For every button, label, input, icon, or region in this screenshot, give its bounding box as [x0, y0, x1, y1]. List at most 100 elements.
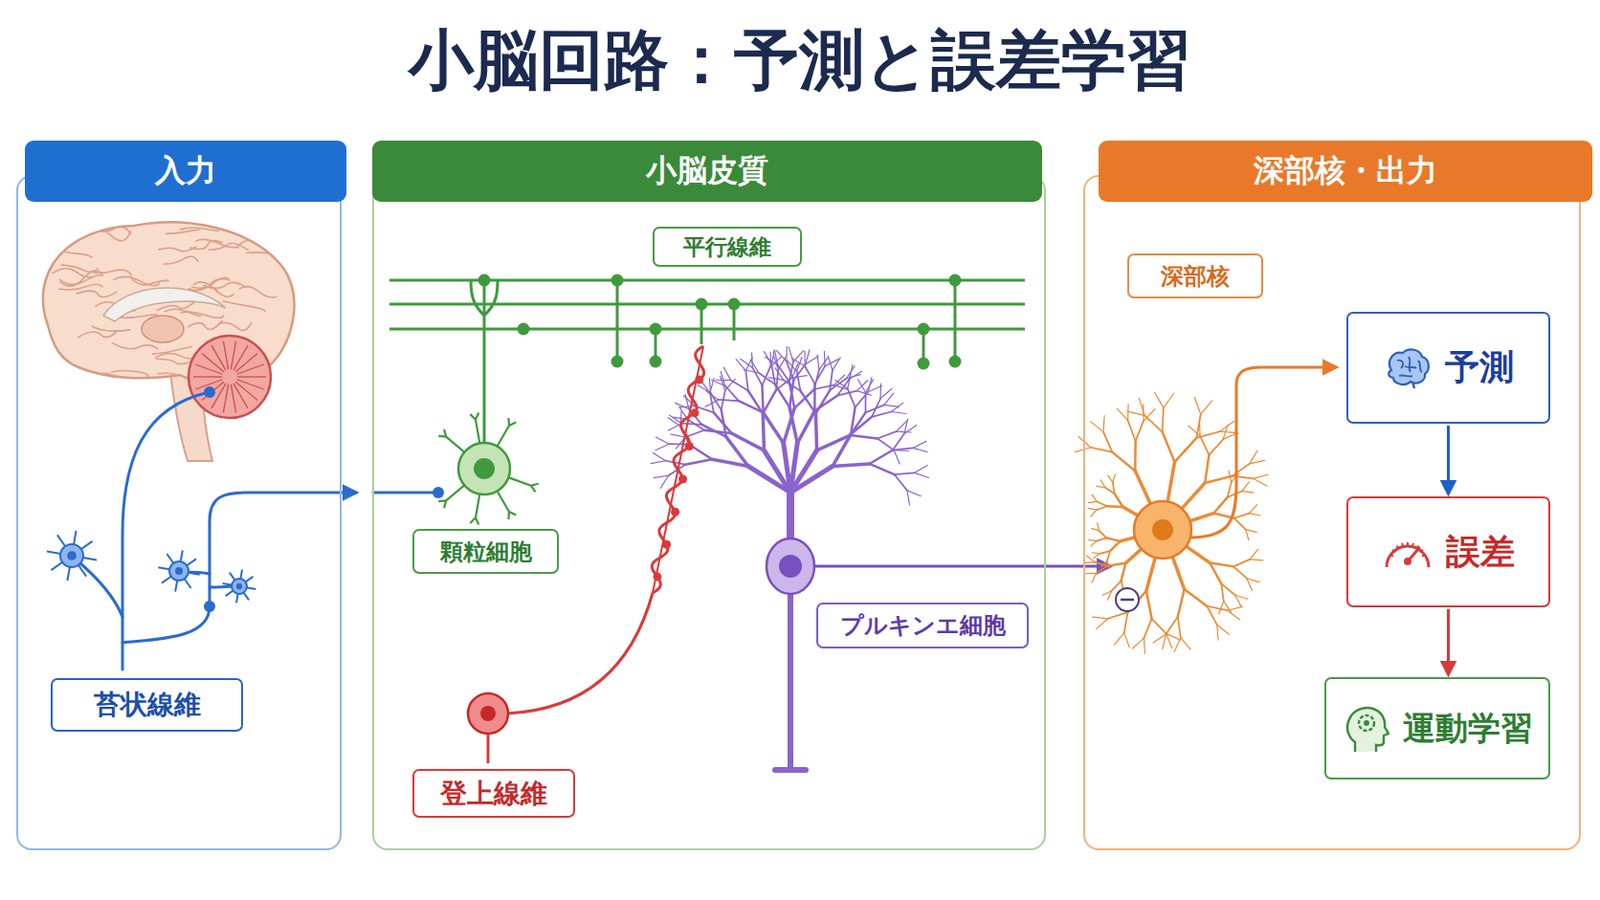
deep-dendrite	[1093, 554, 1101, 559]
purkinje-dendrite	[723, 367, 732, 381]
gyrus	[188, 321, 223, 331]
gauge-needle	[1407, 548, 1420, 562]
deep-dendrite	[1113, 633, 1124, 645]
neuron-soma	[169, 561, 189, 581]
climbing-label-box: 登上線維	[412, 769, 576, 819]
gyrus	[113, 276, 160, 286]
purkinje-dendrite	[879, 383, 882, 400]
cerebellum-folia	[237, 379, 265, 390]
deep-dendrite	[1100, 480, 1105, 489]
synapse-dot	[662, 540, 671, 550]
gyrus	[53, 249, 92, 258]
deep-dendrite	[1204, 455, 1209, 484]
deep-dendrite	[1200, 436, 1209, 456]
climbing-wrap	[651, 346, 704, 594]
purkinje-dendrite	[803, 351, 805, 367]
deep-dendrite	[1249, 549, 1259, 560]
deep-dendrite	[1091, 553, 1100, 555]
purkinje-dendrite	[679, 405, 695, 407]
neuron-symbol	[157, 550, 200, 592]
deep-dendrite	[1090, 447, 1112, 453]
deep-dendrite	[1097, 523, 1100, 532]
gyrus	[60, 270, 103, 287]
deep-dendrite	[1144, 415, 1162, 432]
purkinje-dendrite	[660, 475, 668, 489]
purkinje-axon	[787, 591, 794, 768]
purkinje-dendrite	[894, 472, 915, 475]
gauge-icon	[1386, 546, 1429, 568]
purkinje-dendrite	[832, 434, 851, 467]
purkinje-dendrite	[847, 374, 851, 389]
purkinje-dendrite	[706, 391, 719, 400]
neuron-nucleus	[236, 583, 243, 590]
synapse-dot	[917, 357, 931, 371]
deep-dendrite	[1217, 624, 1219, 641]
gyrus	[219, 322, 251, 331]
purkinje-dendrite	[871, 411, 891, 417]
deep-dendrite	[1249, 460, 1266, 465]
synapse-dot	[203, 600, 216, 613]
deep-dendrite	[1134, 470, 1153, 508]
granule-label-box: 顆粒細胞	[412, 529, 559, 575]
purkinje-dendrite	[655, 437, 669, 445]
purkinje-dendrite	[835, 380, 848, 390]
purkinje-dendrite	[652, 452, 666, 461]
purkinje-dendrite	[904, 425, 917, 435]
prediction-box: 予測	[1346, 311, 1551, 424]
climbing-fiber	[488, 346, 705, 764]
purkinje-dendrite	[701, 380, 711, 393]
gauge-tick	[1416, 546, 1419, 550]
deep-dendrite	[1095, 566, 1108, 575]
gyrus	[222, 301, 266, 312]
purkinje-dendrite	[681, 423, 702, 425]
purkinje-trunk	[786, 492, 795, 542]
deep-dendrite	[1096, 486, 1106, 488]
climbing-soma	[467, 693, 509, 734]
synapse-dot	[685, 442, 694, 451]
node-label: 登上線維	[440, 776, 548, 813]
deep-dendrite	[1162, 407, 1164, 432]
mossy-fiber-terminal	[373, 491, 437, 495]
deep-dendrite	[1188, 425, 1200, 437]
deep-dendrite	[1133, 441, 1137, 471]
purkinje-dendrite	[892, 447, 913, 450]
cerebellum-folia	[222, 341, 228, 371]
cerebellum-folia	[235, 381, 258, 400]
purkinje-dendrite	[785, 346, 788, 362]
panel-heading: 深部核・出力	[1098, 140, 1593, 202]
deep-dendrite	[1111, 452, 1135, 472]
purkinje-dendrite	[867, 385, 882, 392]
purkinje-dendrite	[814, 366, 825, 384]
deep-dendrite	[1088, 501, 1097, 503]
purkinje-dendrite	[775, 384, 790, 408]
synapse-dot	[432, 487, 445, 499]
purkinje-dendrite	[896, 430, 912, 433]
brain-icon	[1388, 349, 1429, 384]
purkinje-dendrite	[877, 439, 894, 451]
node-label: 運動学習	[1402, 707, 1534, 752]
inhibition-symbol	[1115, 588, 1139, 612]
gauge-icon	[1382, 533, 1433, 572]
deep-dendrite	[1204, 476, 1233, 484]
deep-dendrite	[1090, 422, 1104, 433]
neuron-nucleus	[66, 551, 77, 561]
purkinje-dendrite	[685, 430, 705, 438]
purkinje-dendrite	[837, 391, 857, 397]
deep-dendrite	[1165, 617, 1178, 635]
deep-dendrite	[1245, 529, 1258, 533]
purkinje-dendrite	[855, 392, 869, 408]
deep-dendrite	[1227, 610, 1241, 621]
deep-dendrite	[1143, 619, 1152, 639]
purkinje-dendrite	[720, 372, 726, 387]
deep-dendrite	[1167, 462, 1176, 506]
deep-dendrite	[1249, 558, 1264, 561]
purkinje-dendrite	[763, 412, 784, 444]
purkinje-dendrite	[804, 366, 815, 384]
purkinje-dendrite	[845, 375, 861, 379]
synapse-dot	[611, 274, 624, 288]
cerebellum-folia	[222, 384, 228, 414]
deep-dendrite	[1103, 416, 1105, 433]
purkinje-dendrite	[832, 464, 869, 467]
gauge-tick	[1406, 542, 1409, 547]
